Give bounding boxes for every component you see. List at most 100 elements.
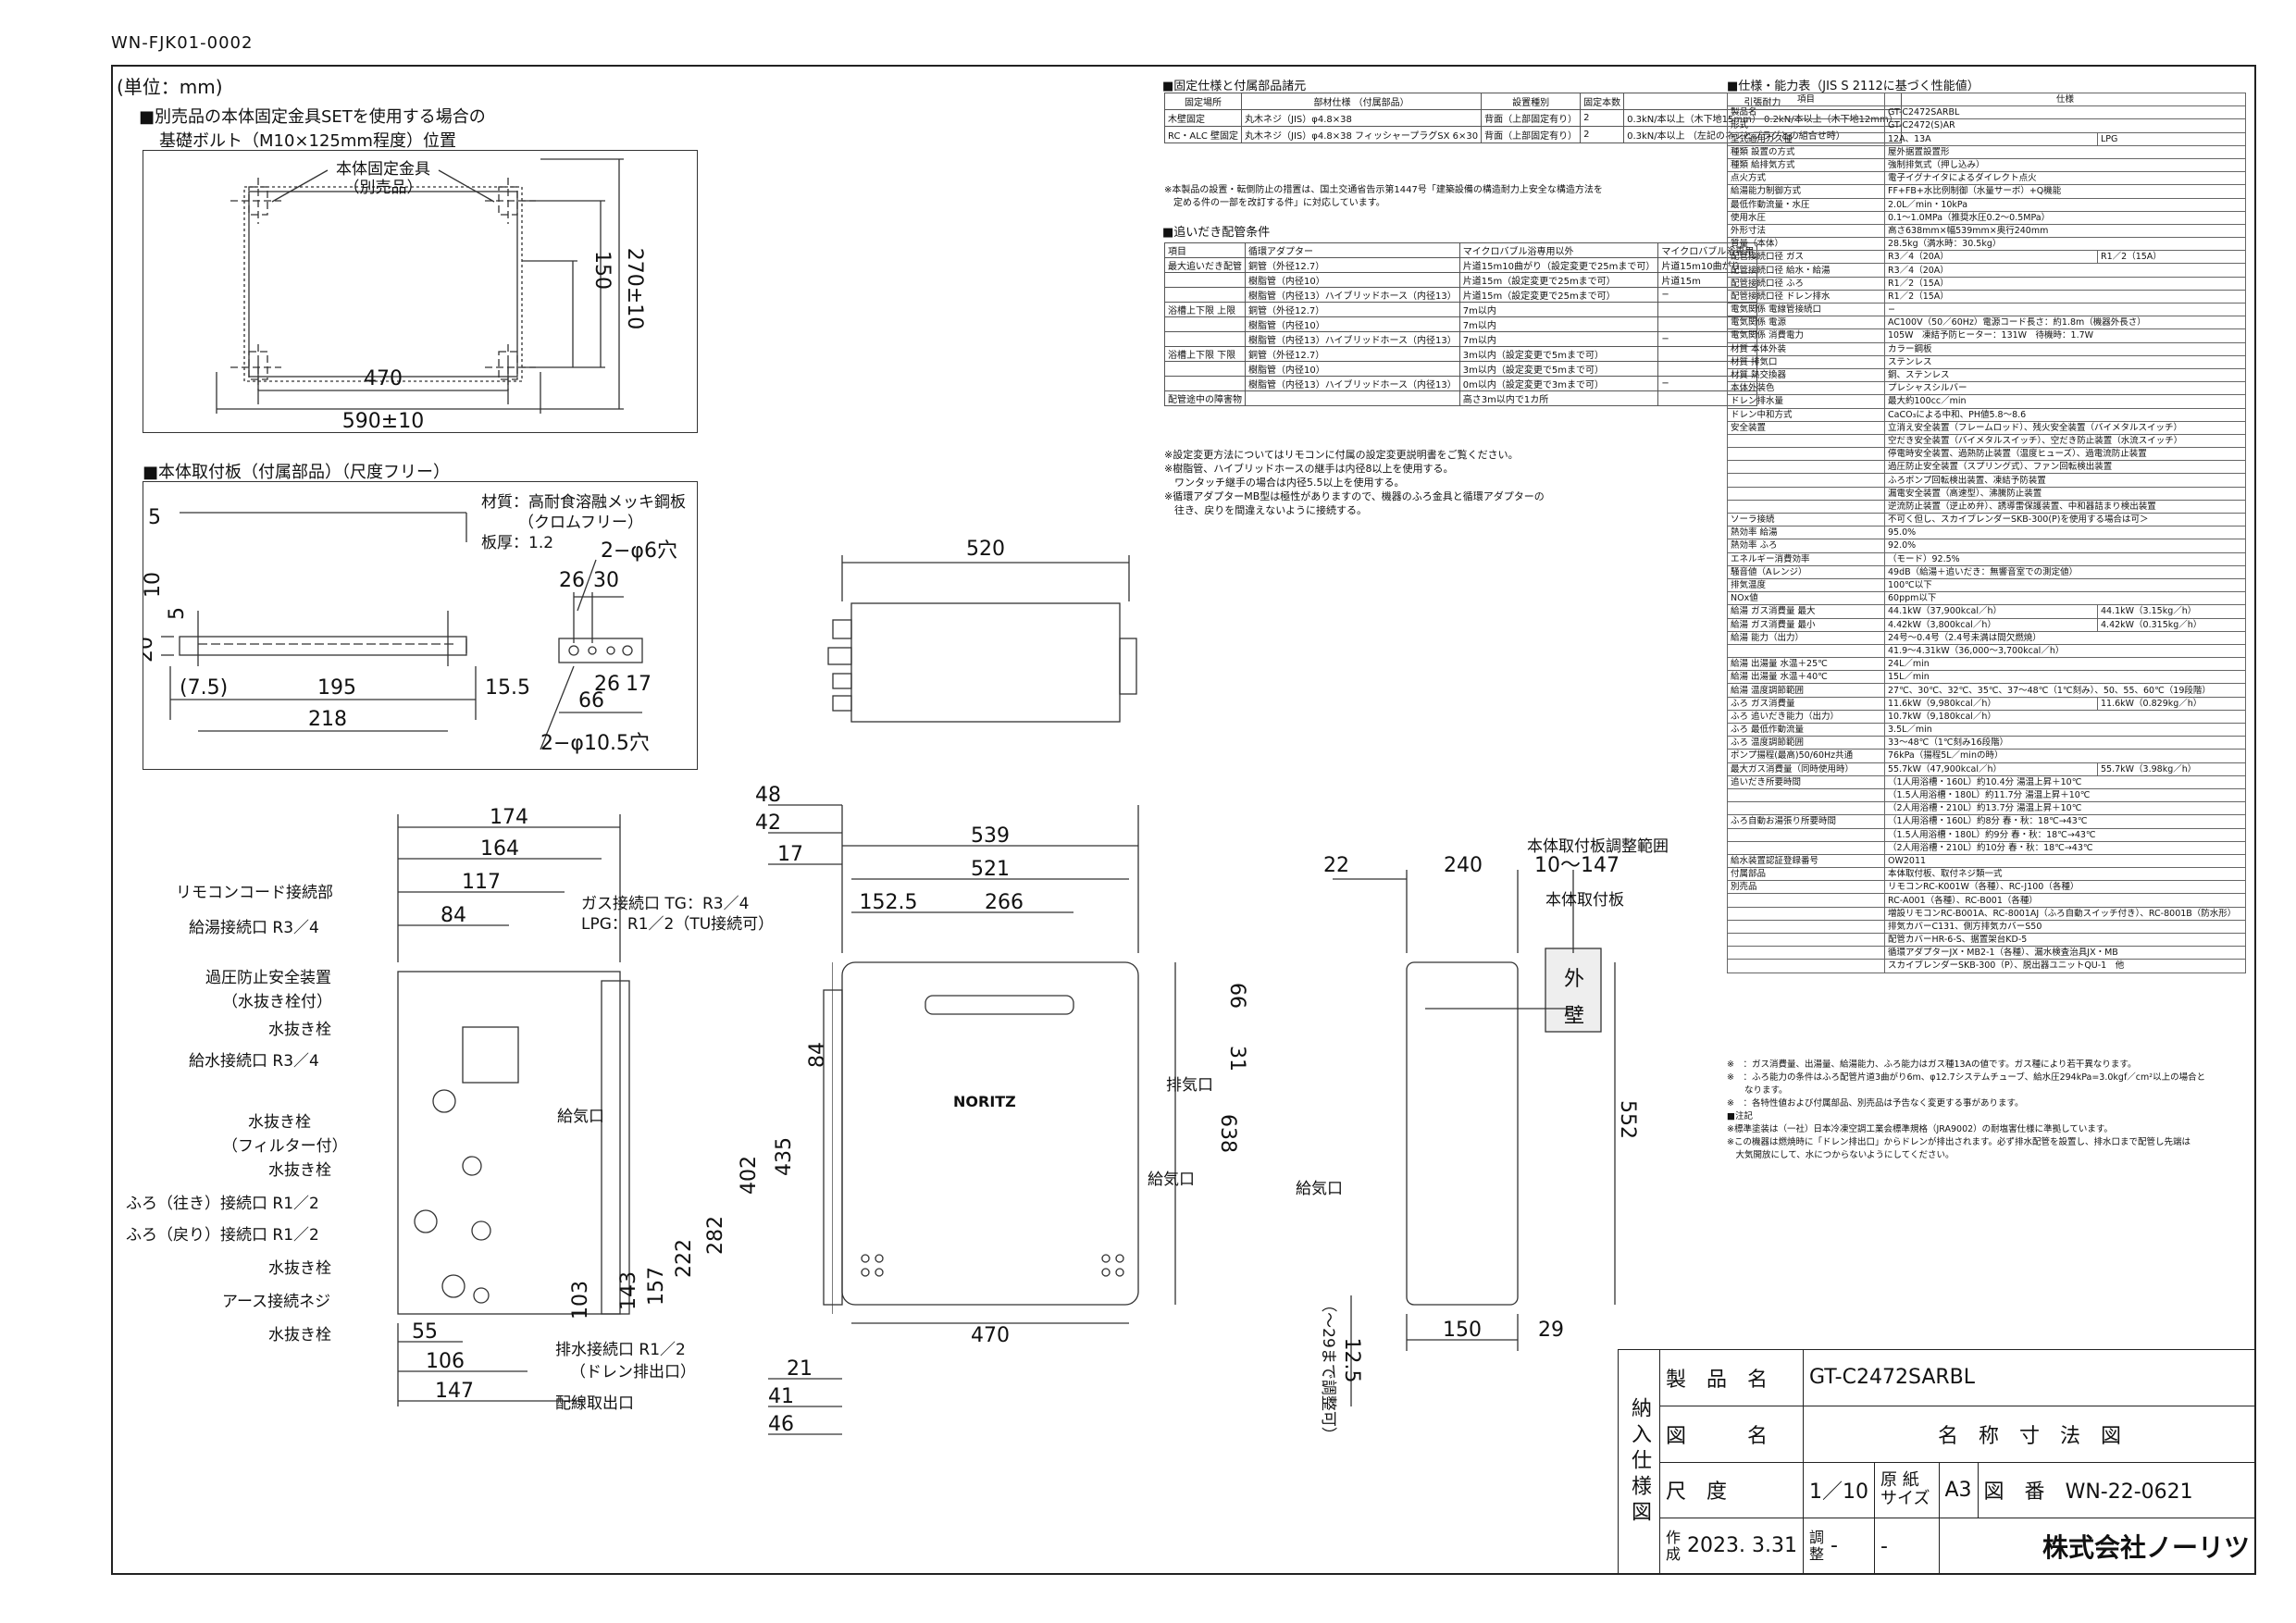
label-air-intake-right: 給気口 [1296,1180,1343,1198]
section1-title-2: 基礎ボルト（M10×125mm程度）位置 [159,131,456,151]
drawing-number: 図 番 WN-22-0621 [1977,1461,2257,1519]
spec-row: 追いだき所要時間（1人用浴槽・160L）約10.4分 湯温上昇＋10℃ [1727,774,2247,789]
label-relief-valve-2: （水抜き栓付） [222,993,332,1011]
spec-value: 空だき安全装置（バイメタルスイッチ）、空だき防止装置（水流スイッチ） [1883,433,2247,449]
spec-row: 逆流防止装置（逆止め弁）、誘導雷保護装置、中和器詰まり検出装置 [1727,499,2247,514]
spec-value: GT-C2472SARBL [1883,105,2247,120]
spec-value: 12A、13A [1884,131,2098,146]
label-water-supply: 給水接続口 R3／4 [189,1052,319,1071]
spec-value: OW2011 [1883,853,2247,869]
spec-value: GT-C2472(S)AR [1883,118,2247,133]
product-value: GT-C2472SARBL [1802,1349,2257,1406]
spec-value: （1人用浴槽・160L）約8分 春・秋：18℃→43℃ [1883,814,2247,829]
spec-row: 種類 設置の方式屋外据置設置形 [1727,144,2247,159]
spec-value: 95.0% [1883,526,2247,540]
dim-84a: 84 [441,904,466,927]
spec-item: 最低作動流量・水圧 [1727,197,1885,212]
spec-value: 排気カバーC131、側方排気カバーS50 [1883,919,2247,935]
spec-value: 電子イグナイタによるダイレクト点火 [1883,171,2247,186]
spec-value: 屋外据置設置形 [1883,144,2247,159]
dim-552: 552 [1616,1100,1639,1139]
dim-174: 174 [490,806,528,829]
spec-item: 付属部品 [1727,867,1885,882]
label-plate-range: 本体取付板調整範囲 [1527,837,1669,856]
drawing-label: 図 名 [1659,1405,1804,1463]
right-side-view: 22 240 10〜147 552 150 29 12.5 （〜29まで調整可）… [1296,837,1669,1434]
spec-item [1727,486,1885,501]
spec-value: 44.1kW（37,900kcal／h） [1884,604,2098,619]
number-label: 図 番 [1983,1481,2045,1505]
dim-15-5: 15.5 [485,676,530,700]
title-vertical-label: 納入仕様図 [1618,1349,1660,1575]
dim-hole-10-5: 2−φ10.5穴 [540,732,650,755]
spec-item: 電気関係 電線管接続口 [1727,302,1885,317]
spec-h1: 仕様 [1883,92,2247,107]
spec-row: 種類 給排気方式強制排気式（押し込み） [1727,157,2247,173]
spec-row: （2人用浴槽・210L）約13.7分 湯温上昇＋10℃ [1727,801,2247,816]
dim-21: 21 [787,1357,813,1381]
dim-55: 55 [412,1320,438,1344]
spec-row: ドレン排水量最大約100cc／min [1727,394,2247,409]
spec-item: 給湯 出湯量 水温＋40℃ [1727,670,1885,685]
reheat-cell: 0m以内（設定変更で3mまで可） [1458,376,1659,391]
bracket-label-1: 本体固定金具 [336,160,430,179]
label-wall: 壁 [1564,1005,1584,1028]
label-bath-return: ふろ（戻り）接続口 R1／2 [126,1226,319,1245]
spec-value: 不可く但し、スカイブレンダーSKB-300(P)を使用する場合は可＞ [1883,512,2247,527]
number-value: WN-22-0621 [2065,1481,2193,1505]
spec-value: 76kPa（揚程5L／minの時） [1883,749,2247,763]
table1-note-2: 定める件の一部を改訂する件」に対応しています。 [1164,198,1385,208]
spec-value: 10.7kW（9,180kcal／h） [1883,709,2247,725]
t1-h2: 設置種別 [1481,93,1582,110]
dim-26b: 26 [594,673,620,696]
spec-value: （1人用浴槽・160L）約10.4分 湯温上昇＋10℃ [1883,774,2247,789]
spec-notes: ※ ：ガス消費量、出湯量、給湯能力、ふろ能力はガス種13Aの値です。ガス種により… [1727,1059,2205,1162]
spec-item: 材質 排気口 [1727,354,1885,369]
spec-item [1727,840,1885,855]
spec-row: 空だき安全装置（バイメタルスイッチ）、空だき防止装置（水流スイッチ） [1727,433,2247,449]
spec-value: 循環アダプターJX・MB2-1（各種）、漏水検査治具JX・MB [1883,946,2247,960]
thickness: 板厚：1.2 [481,534,554,552]
reheat-row: 樹脂管（内径10）3m以内（設定変更で5mまで可） [1164,361,1758,377]
spec-value: 60ppm以下 [1883,591,2247,606]
spec-value: 増設リモコンRC-B001A、RC-8001AJ（ふろ自動スイッチ付き）、RC-… [1883,906,2247,921]
spec-item: 質量（本体） [1727,237,1885,252]
spec-value-lpg: LPG [2096,131,2247,146]
spec-value: FF+FB+水比例制御（水量サーボ）+Q機能 [1883,184,2247,199]
dim-20: 20 [143,637,157,663]
table1-title: ■固定仕様と付属部品諸元 [1162,80,1307,93]
spec-value-lpg: 55.7kW（3.98kg／h） [2096,762,2247,776]
reheat-note: ※樹脂管、ハイブリッドホースの継手は内径8以上を使用する。 [1164,463,1454,475]
spec-value: プレシャスシルバー [1883,381,2247,396]
label-air-intake-left: 給気口 [557,1108,604,1126]
reheat-note: ※設定変更方法についてはリモコンに付属の設定変更説明書をご覧ください。 [1164,449,1519,461]
spec-row: 材質 排気口ステンレス [1727,354,2247,369]
reheat-cell: 銅管（外径12.7） [1245,346,1460,362]
unit-label: (単位：mm) [117,76,223,98]
dim-30: 30 [593,569,619,592]
reheat-cell: 3m以内（設定変更で5mまで可） [1458,361,1659,377]
t1-h1: 部材仕様 （付属部品） [1241,93,1483,110]
t1-cell: 2 [1580,109,1625,127]
spec-footnote: ※ ：ガス消費量、出湯量、給湯能力、ふろ能力はガス種13Aの値です。ガス種により… [1727,1059,2137,1070]
dim-hole-6: 2−φ6穴 [601,539,677,563]
table2-notes: ※設定変更方法についてはリモコンに付属の設定変更説明書をご覧ください。 ※樹脂管、… [1164,448,1545,517]
spec-item [1727,959,1885,973]
dim-521: 521 [971,858,1010,881]
reheat-row: 浴槽上下限 下限銅管（外径12.7）3m以内（設定変更で5mまで可） [1164,346,1758,362]
reheat-table: 項目循環アダプターマイクロバブル浴専用以外マイクロバブル浴専用最大追いだき配管銅… [1164,242,1758,406]
spec-row: エネルギー消費効率（モード）92.5% [1727,551,2247,566]
label-drain-2: 水抜き栓 [248,1113,311,1132]
label-remote-cord: リモコンコード接続部 [176,884,333,902]
spec-row: 配管カバーHR-6-S、据置架台KD-5 [1727,932,2247,948]
reheat-cell: 浴槽上下限 下限 [1164,346,1246,362]
reheat-cell: 銅管（外径12.7） [1245,257,1460,273]
scale-label: 尺 度 [1659,1461,1804,1519]
spec-row: 停電時安全装置、過熱防止装置（温度ヒューズ）、過電流防止装置 [1727,447,2247,462]
spec-value: （2人用浴槽・210L）約10分 春・秋：18℃→43℃ [1883,840,2247,855]
reheat-cell: 項目 [1164,242,1246,258]
